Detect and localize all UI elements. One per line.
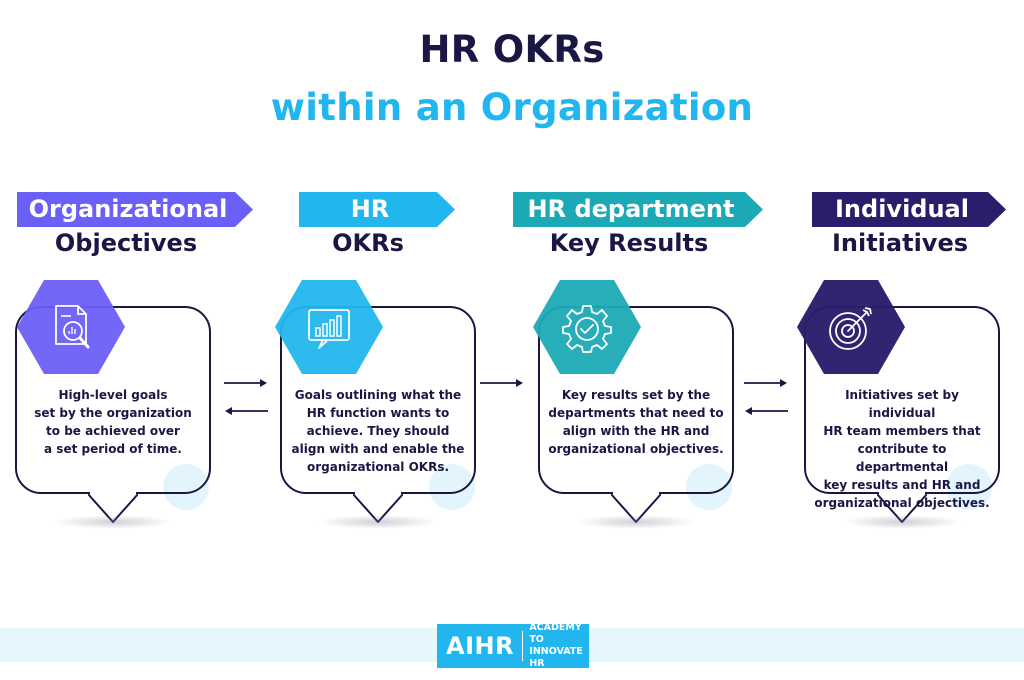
aihr-logo: AIHR ACADEMY TO INNOVATE HR xyxy=(437,622,589,669)
page-subtitle: within an Organization xyxy=(270,86,754,129)
banner-label: HR department xyxy=(527,195,735,223)
logo-text: AIHR xyxy=(446,632,515,660)
card-shadow xyxy=(576,515,696,529)
page-title: HR OKRs xyxy=(419,28,605,71)
card-tail xyxy=(611,488,661,523)
arrow-right xyxy=(224,379,267,387)
banner-label: HR xyxy=(350,195,390,223)
card-description: High-level goals set by the organization… xyxy=(34,388,192,456)
arrow-left xyxy=(745,407,788,415)
document-search-icon xyxy=(55,305,90,349)
logo-divider xyxy=(522,631,524,661)
banner-hr-department: HR department xyxy=(513,192,763,227)
card-description: Initiatives set by individual HR team me… xyxy=(814,388,990,510)
bar-chart-icon xyxy=(308,309,350,349)
card-shadow xyxy=(318,515,438,529)
target-arrow-icon xyxy=(829,307,872,350)
arrow-right xyxy=(480,379,523,387)
banner-label: Individual xyxy=(835,195,969,223)
card-description: Goals outlining what the HR function wan… xyxy=(291,388,465,474)
subhead-initiatives: Initiatives xyxy=(831,229,969,257)
card-shadow xyxy=(842,515,962,529)
banner-label: Organizational xyxy=(28,195,228,223)
arrow-right xyxy=(744,379,787,387)
hexagon-badge xyxy=(275,280,383,374)
hexagon-badge xyxy=(533,280,641,374)
card-shadow xyxy=(53,515,173,529)
gear-check-icon xyxy=(562,305,612,353)
card-tail xyxy=(353,488,403,523)
banner-hr: HR xyxy=(299,192,455,227)
banner-individual: Individual xyxy=(812,192,1006,227)
card-tail xyxy=(88,488,138,523)
hexagon-badge xyxy=(17,280,125,374)
card-description: Key results set by the departments that … xyxy=(548,388,724,456)
logo-tagline: ACADEMY TO INNOVATE HR xyxy=(529,622,583,669)
subhead-objectives: Objectives xyxy=(54,229,198,257)
subhead-okrs: OKRs xyxy=(332,229,404,257)
arrow-left xyxy=(225,407,268,415)
card-tail xyxy=(877,488,927,523)
subhead-key-results: Key Results xyxy=(549,229,709,257)
banner-organizational: Organizational xyxy=(17,192,253,227)
